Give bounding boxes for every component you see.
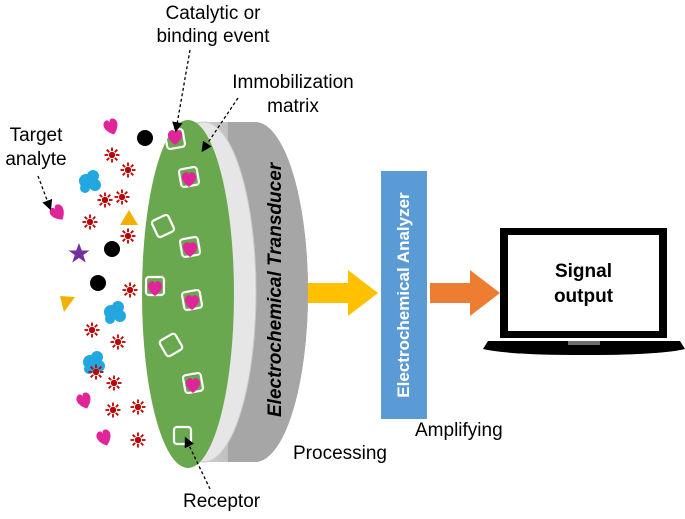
receptor-occupied [181, 371, 205, 395]
receptor-empty [158, 332, 184, 358]
signal-output-line2: output [553, 286, 614, 307]
red-molecule [104, 147, 120, 163]
label-catalytic-line2: binding event [156, 26, 270, 47]
receptor-occupied [180, 288, 204, 312]
label-receptor: Receptor [183, 491, 261, 512]
red-molecule [130, 399, 146, 415]
receptor-empty [172, 425, 193, 446]
immobilization-matrix [142, 120, 234, 468]
red-molecule [105, 402, 121, 418]
signal-output-line1: Signal [554, 261, 612, 282]
red-molecule [110, 334, 126, 350]
receptors [144, 127, 205, 446]
label-processing: Processing [293, 443, 387, 464]
annotation-arrows [37, 49, 239, 490]
red-molecules [82, 147, 146, 448]
red-molecule [114, 189, 130, 205]
label-immobilization-line2: matrix [267, 96, 319, 117]
label-target-line2: analyte [5, 149, 67, 170]
red-molecule [120, 228, 136, 244]
label-catalytic-line1: Catalytic or [165, 3, 261, 24]
receptor-occupied [177, 165, 201, 189]
red-molecule [97, 192, 113, 208]
red-molecule [88, 364, 104, 380]
red-molecule [84, 322, 100, 338]
analyzer-label: Electrochemical Analyzer [394, 192, 413, 398]
free-molecules [49, 118, 153, 446]
electrochemical-analyzer [381, 171, 427, 419]
label-target-line1: Target [9, 125, 63, 146]
transducer-label: Electrochemical Transducer [265, 162, 286, 417]
laptop-screen [508, 235, 659, 331]
laptop-icon [483, 228, 685, 355]
bound-analytes [147, 130, 201, 393]
processing-arrow [308, 270, 378, 316]
laptop-base [483, 341, 685, 355]
red-molecule [122, 282, 138, 298]
red-molecule [106, 375, 122, 391]
red-molecule [82, 214, 98, 230]
amplifying-arrow [430, 270, 500, 316]
red-molecule [130, 432, 146, 448]
receptor-occupied [178, 235, 202, 259]
receptor-empty [150, 213, 176, 239]
label-immobilization-line1: Immobilization [232, 72, 354, 93]
red-molecule [120, 162, 136, 178]
label-amplifying: Amplifying [415, 420, 503, 441]
